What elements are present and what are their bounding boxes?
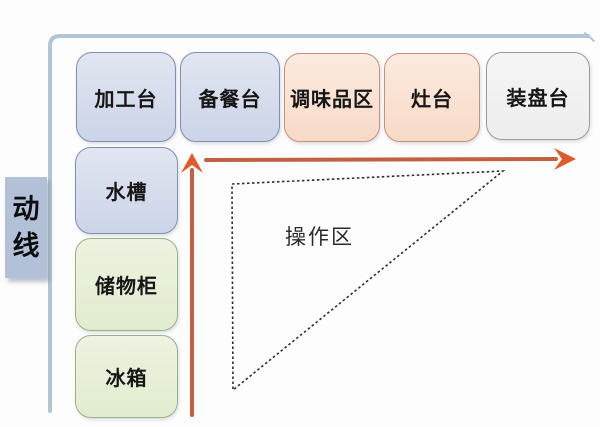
flow-axis-char-1: 动 xyxy=(12,193,40,224)
station-seasoning-label: 调味品区 xyxy=(290,89,374,111)
station-prep-label: 备餐台 xyxy=(198,88,262,111)
work-area-label: 操作区 xyxy=(285,226,354,249)
station-sink: 水槽 xyxy=(75,147,178,234)
station-processing: 加工台 xyxy=(76,52,176,142)
horizontal-flow-arrow-head xyxy=(554,148,576,170)
station-storage: 储物柜 xyxy=(75,238,178,331)
horizontal-flow-arrow-shaft xyxy=(204,157,558,162)
station-plating: 装盘台 xyxy=(486,52,590,140)
room-frame-end-tick xyxy=(584,32,595,42)
vertical-flow-arrow-head xyxy=(181,153,203,173)
room-frame-line xyxy=(48,34,590,413)
station-processing-label: 加工台 xyxy=(94,88,158,111)
station-fridge: 冰箱 xyxy=(75,335,178,418)
station-plating-label: 装盘台 xyxy=(506,87,570,110)
station-prep: 备餐台 xyxy=(180,52,280,142)
station-seasoning: 调味品区 xyxy=(284,53,380,142)
station-stove-label: 灶台 xyxy=(411,89,453,111)
flow-axis-char-2: 线 xyxy=(12,230,40,261)
station-stove: 灶台 xyxy=(384,53,480,142)
station-sink-label: 水槽 xyxy=(105,182,148,204)
station-storage-label: 储物柜 xyxy=(95,276,158,298)
station-fridge-label: 冰箱 xyxy=(105,368,148,390)
work-triangle-outline xyxy=(231,170,506,392)
flow-axis-label: 动 线 xyxy=(5,177,47,278)
